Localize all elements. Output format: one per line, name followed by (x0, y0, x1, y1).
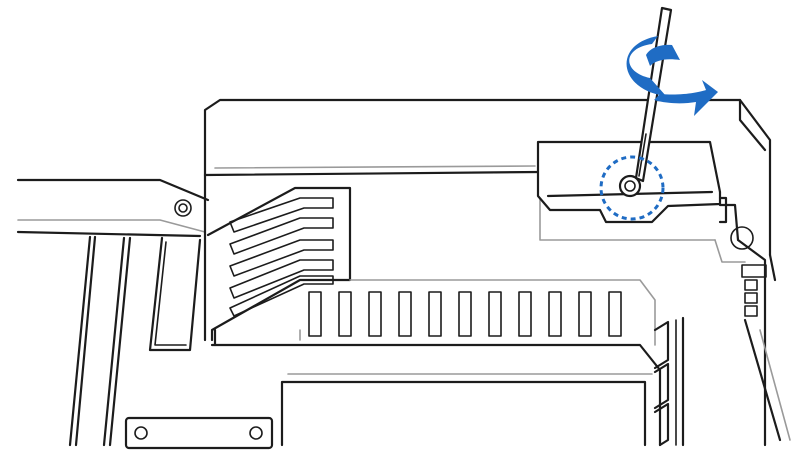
main-housing (203, 98, 772, 342)
vent-slot (578, 291, 592, 337)
vent-slot (518, 291, 532, 337)
screw-highlight-icon (599, 155, 665, 221)
right-edge (714, 203, 791, 447)
vent-slot (428, 291, 442, 337)
vent-slots (308, 291, 622, 337)
vent-slot (548, 291, 562, 337)
vent-slot (488, 291, 502, 337)
vent-slot (368, 291, 382, 337)
card-connector (206, 186, 352, 342)
screw-head (618, 174, 642, 198)
left-rail (16, 178, 210, 238)
bottom-bay (124, 373, 653, 450)
rail-screw-hole (174, 199, 192, 217)
vent-slot (458, 291, 472, 337)
screw-bracket (536, 140, 728, 224)
vent-slot (608, 291, 622, 337)
vent-slot (308, 291, 322, 337)
rotate-arrow-icon (626, 36, 718, 116)
side-fins (653, 316, 685, 447)
bottom-plate (124, 416, 274, 450)
vent-slot (398, 291, 412, 337)
vent-slot (338, 291, 352, 337)
guide-posts (68, 235, 202, 447)
edge-screw-hole (730, 226, 754, 250)
